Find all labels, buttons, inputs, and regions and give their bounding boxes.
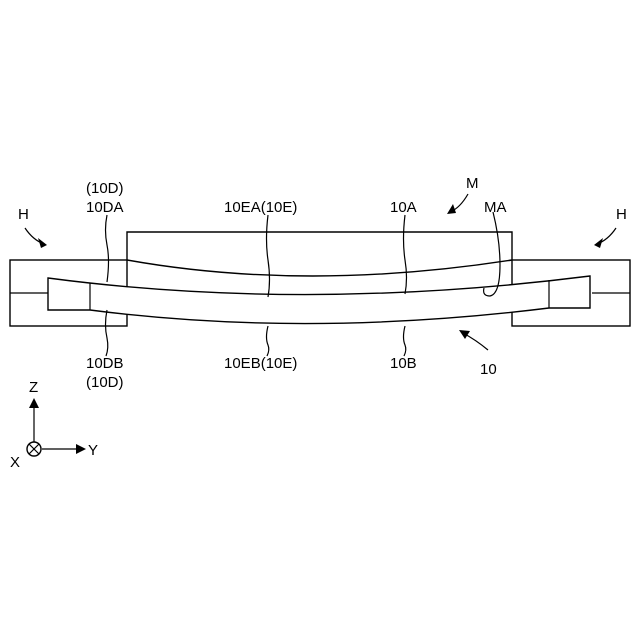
label-10A: 10A bbox=[390, 199, 417, 216]
label-H-left: H bbox=[18, 206, 29, 223]
axis-indicator: Z Y X bbox=[10, 379, 98, 471]
axis-y-arrowhead bbox=[76, 444, 86, 454]
label-H-right: H bbox=[616, 206, 627, 223]
axis-label-z: Z bbox=[29, 379, 38, 396]
label-10DB: 10DB bbox=[86, 355, 124, 372]
leader-10B bbox=[404, 326, 406, 356]
arrow-M-head bbox=[447, 204, 456, 214]
label-M: M bbox=[466, 175, 479, 192]
label-10EB: 10EB(10E) bbox=[224, 355, 297, 372]
mold-M bbox=[127, 232, 512, 276]
arrow-H-left-head bbox=[38, 238, 47, 248]
label-10EA: 10EA(10E) bbox=[224, 199, 297, 216]
label-10D-top-paren: (10D) bbox=[86, 180, 124, 197]
label-MA: MA bbox=[484, 199, 507, 216]
label-10B: 10B bbox=[390, 355, 417, 372]
axis-label-x: X bbox=[10, 454, 20, 471]
leader-10EB bbox=[267, 326, 269, 356]
axis-label-y: Y bbox=[88, 442, 98, 459]
axis-z-arrowhead bbox=[29, 398, 39, 408]
label-10DA: 10DA bbox=[86, 199, 124, 216]
lens-10 bbox=[48, 276, 590, 324]
label-10: 10 bbox=[480, 361, 497, 378]
arrow-H-right-head bbox=[594, 238, 603, 248]
label-10D-bottom-paren: (10D) bbox=[86, 374, 124, 391]
arrow-10-head bbox=[459, 330, 470, 339]
